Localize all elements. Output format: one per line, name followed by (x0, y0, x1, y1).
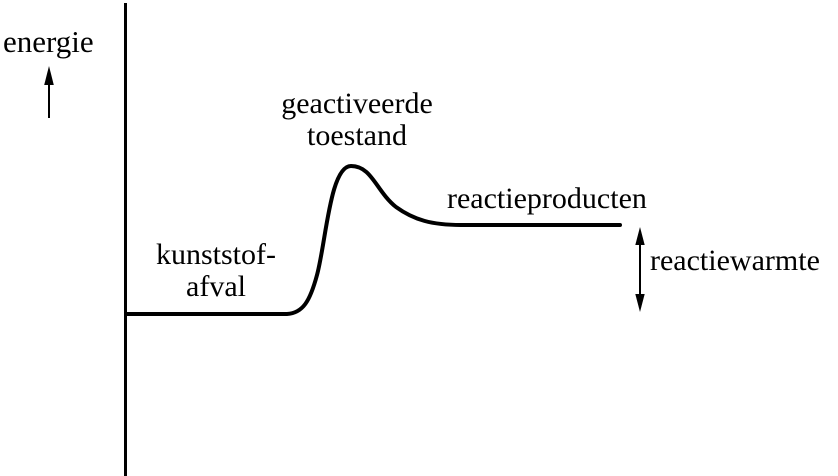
axis-label: energie (3, 24, 94, 59)
energy-curve (125, 164, 622, 316)
reaction-heat-label: reactiewarmte (650, 244, 820, 277)
up-arrow-icon (44, 66, 54, 118)
up-arrow-head (44, 66, 54, 85)
reactants-label: kunststof- afval (156, 238, 276, 303)
products-label: reactieproducten (447, 182, 647, 215)
heat-arrow-head-up (635, 227, 645, 245)
double-headed-vertical-arrow-icon (635, 227, 645, 312)
heat-arrow-head-down (635, 294, 645, 312)
activated-state-label: geactiveerde toestand (281, 87, 433, 152)
